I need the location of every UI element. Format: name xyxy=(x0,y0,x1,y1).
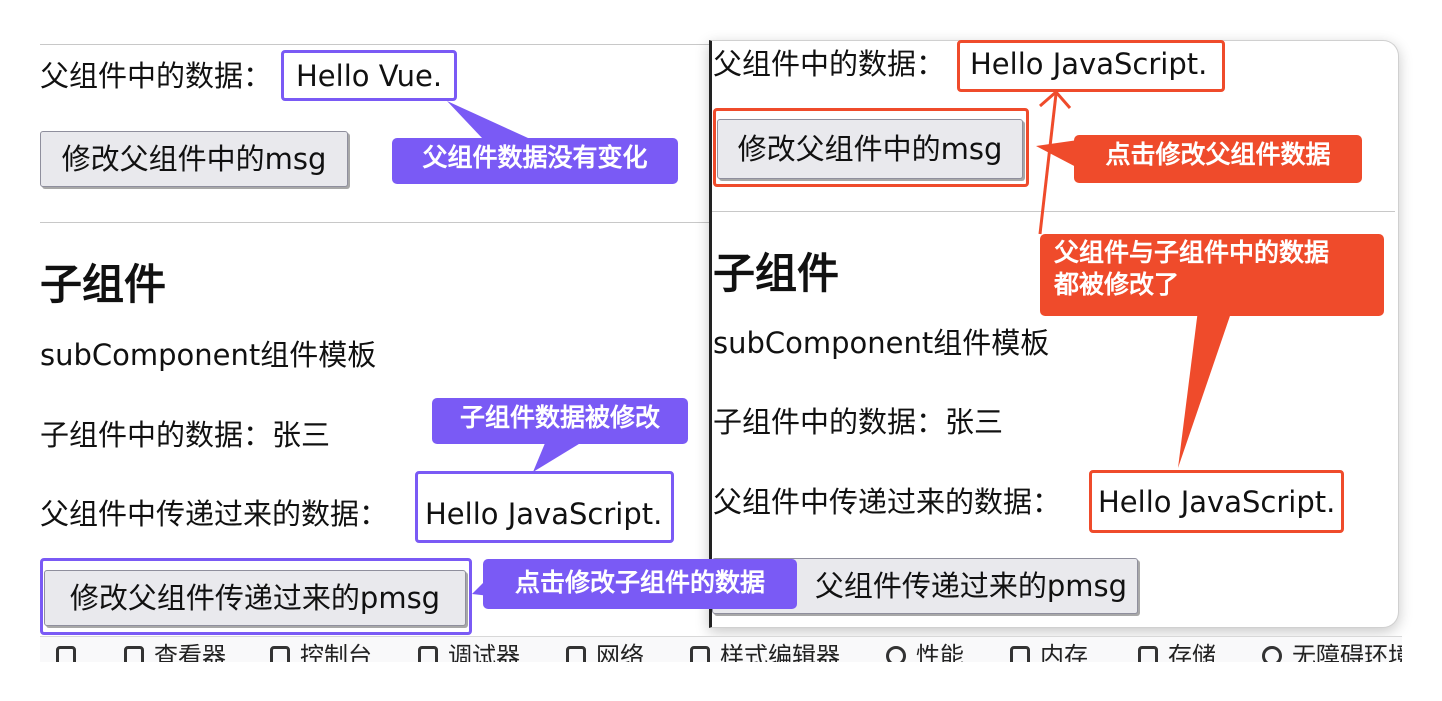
right-modify-msg-button[interactable]: 修改父组件中的msg xyxy=(717,119,1023,179)
network-icon xyxy=(566,646,586,662)
devtools-toolbar: 查看器 控制台 调试器 网络 样式编辑器 性能 内存 存储 无障碍环境 xyxy=(40,636,1402,662)
element-picker-icon xyxy=(56,646,76,662)
storage-icon xyxy=(1138,646,1158,662)
both-modified-line1: 父组件与子组件中的数据 xyxy=(1054,238,1330,267)
debugger-icon xyxy=(418,646,438,662)
modify-pmsg-highlight xyxy=(40,558,472,635)
passed-data-label: 父组件中传递过来的数据： xyxy=(40,497,389,531)
both-modified-arrow-line xyxy=(1038,93,1058,235)
memory-icon xyxy=(1010,646,1030,662)
right-section-divider xyxy=(712,211,1395,212)
style-editor-icon xyxy=(690,646,710,662)
devtools-picker[interactable] xyxy=(56,643,86,662)
click-modify-parent-pointer xyxy=(1036,140,1078,168)
child-template-text: subComponent组件模板 xyxy=(40,338,377,372)
accessibility-icon xyxy=(1262,646,1282,662)
top-divider xyxy=(40,44,720,45)
parent-unchanged-callout: 父组件数据没有变化 xyxy=(392,138,678,184)
click-modify-parent-callout: 点击修改父组件数据 xyxy=(1074,135,1362,183)
right-passed-data-value: Hello JavaScript. xyxy=(1098,485,1336,519)
right-parent-data-highlight xyxy=(957,40,1225,92)
devtools-tab-storage[interactable]: 存储 xyxy=(1138,643,1216,662)
both-modified-callout: 父组件与子组件中的数据 都被修改了 xyxy=(1040,234,1384,316)
passed-data-value: Hello JavaScript. xyxy=(425,497,663,531)
child-modified-pointer xyxy=(533,436,592,472)
modify-pmsg-button[interactable]: 修改父组件传递过来的pmsg xyxy=(44,570,466,626)
click-modify-child-callout: 点击修改子组件的数据 xyxy=(483,559,797,609)
child-data-label: 子组件中的数据：张三 xyxy=(40,418,331,452)
devtools-tab-style-editor[interactable]: 样式编辑器 xyxy=(690,643,840,662)
section-divider xyxy=(40,222,712,223)
right-child-heading: 子组件 xyxy=(713,249,840,298)
right-passed-data-label: 父组件中传递过来的数据： xyxy=(713,485,1062,519)
child-modified-callout: 子组件数据被修改 xyxy=(432,398,688,444)
performance-icon xyxy=(886,646,906,662)
right-passed-data-highlight xyxy=(1089,470,1344,533)
passed-data-highlight xyxy=(415,471,674,543)
devtools-tab-inspector[interactable]: 查看器 xyxy=(124,643,226,662)
devtools-tab-accessibility[interactable]: 无障碍环境 xyxy=(1262,643,1402,662)
both-modified-pointer xyxy=(1178,310,1232,468)
both-modified-arrow-head xyxy=(1039,89,1072,109)
right-parent-data-value: Hello JavaScript. xyxy=(970,47,1208,81)
modify-msg-button[interactable]: 修改父组件中的msg xyxy=(40,131,348,187)
parent-unchanged-pointer xyxy=(447,101,528,138)
console-icon xyxy=(270,646,290,662)
right-modify-msg-highlight xyxy=(713,108,1029,187)
devtools-tab-network[interactable]: 网络 xyxy=(566,643,644,662)
devtools-tab-performance[interactable]: 性能 xyxy=(886,643,964,662)
right-child-template-text: subComponent组件模板 xyxy=(713,326,1050,360)
right-child-data-label: 子组件中的数据：张三 xyxy=(713,405,1004,439)
parent-data-label: 父组件中的数据： xyxy=(40,59,273,93)
right-parent-data-label: 父组件中的数据： xyxy=(713,47,946,81)
parent-data-highlight xyxy=(281,50,457,101)
parent-data-value: Hello Vue. xyxy=(296,59,443,93)
devtools-tab-debugger[interactable]: 调试器 xyxy=(418,643,520,662)
child-heading: 子组件 xyxy=(40,260,167,309)
devtools-tab-memory[interactable]: 内存 xyxy=(1010,643,1088,662)
both-modified-line2: 都被修改了 xyxy=(1054,270,1180,299)
devtools-tab-console[interactable]: 控制台 xyxy=(270,643,372,662)
inspector-icon xyxy=(124,646,144,662)
